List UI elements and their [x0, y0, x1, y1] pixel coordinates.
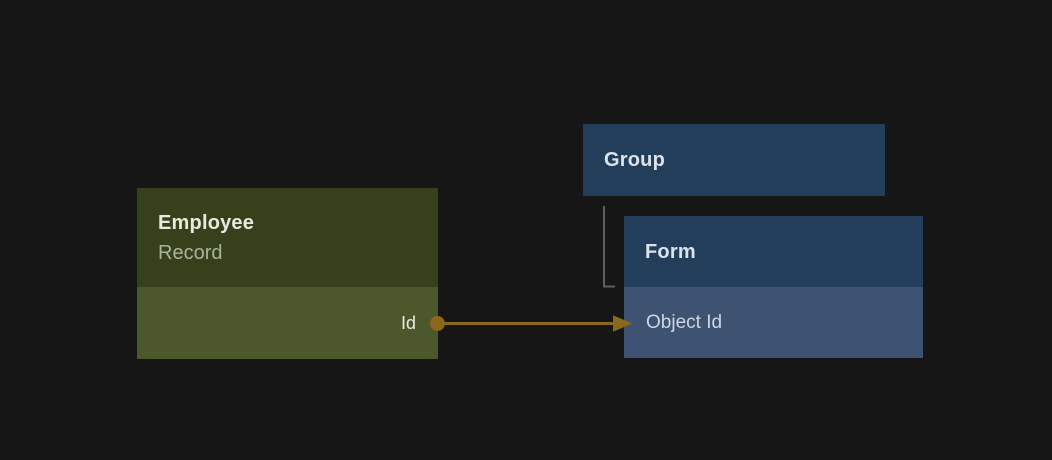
- field-label-object-id: Object Id: [646, 311, 723, 333]
- node-group[interactable]: Group: [583, 124, 885, 196]
- node-form-title: Form: [645, 240, 696, 263]
- node-group-header[interactable]: Group: [583, 124, 885, 196]
- field-row-object-id[interactable]: Object Id: [624, 287, 923, 358]
- node-form[interactable]: Form Object Id: [624, 216, 923, 358]
- edge-employee-id-to-form-object-id[interactable]: [430, 315, 633, 332]
- field-label-id: Id: [400, 312, 416, 333]
- field-row-id[interactable]: Id: [137, 287, 438, 359]
- node-employee-title: Employee: [158, 211, 255, 234]
- node-form-header[interactable]: Form: [624, 216, 923, 287]
- node-group-title: Group: [604, 149, 665, 171]
- node-employee-record[interactable]: Employee Record Id: [137, 188, 438, 359]
- node-employee-header[interactable]: Employee Record: [137, 188, 438, 287]
- edge-group-to-form[interactable]: [603, 206, 615, 288]
- node-employee-subtitle: Record: [158, 241, 223, 264]
